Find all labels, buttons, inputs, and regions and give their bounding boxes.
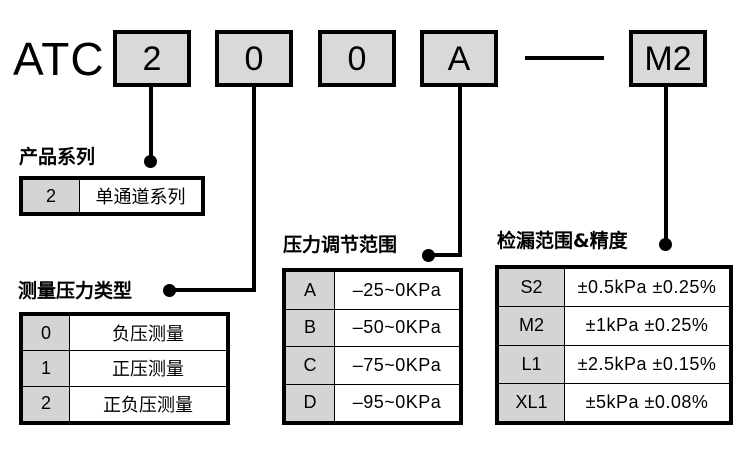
options-table-leak-range-accuracy: S2 ±0.5kPa ±0.25% M2 ±1kPa ±0.25% L1 ±2.…: [495, 265, 733, 425]
code-box-pressure-range[interactable]: A: [420, 30, 498, 87]
model-prefix-label: ATC: [13, 33, 105, 85]
table-row[interactable]: S2 ±0.5kPa ±0.25%: [498, 267, 730, 308]
option-description: 负压测量: [69, 314, 227, 352]
options-table-pressure-range: A –25~0KPa B –50~0KPa C –75~0KPa D –95~0…: [282, 268, 463, 425]
option-description: –75~0KPa: [334, 346, 460, 385]
code-box-product-series[interactable]: 2: [113, 30, 191, 87]
option-code: M2: [498, 306, 565, 346]
table-row[interactable]: C –75~0KPa: [285, 346, 460, 385]
option-code: 2: [22, 385, 70, 423]
section-title-pressure-range: 压力调节范围: [283, 234, 398, 256]
option-description: ±0.5kPa ±0.25%: [564, 267, 730, 308]
connector-line-leak-range: [664, 87, 668, 243]
option-description: ±2.5kPa ±0.15%: [564, 344, 730, 384]
connector-line-pressure-type-vertical: [252, 87, 256, 290]
option-code: XL1: [498, 382, 565, 423]
option-description: –50~0KPa: [334, 308, 460, 347]
connector-dot-leak-range: [659, 238, 672, 251]
connector-line-pressure-type-horizontal: [172, 288, 256, 292]
connector-line-pressure-range-vertical: [458, 87, 462, 256]
section-title-pressure-type: 测量压力类型: [18, 280, 133, 302]
option-code: B: [285, 308, 335, 347]
table-row[interactable]: 2 单通道系列: [22, 179, 202, 213]
option-code: S2: [498, 267, 565, 308]
option-code: A: [285, 271, 335, 310]
option-code: 0: [22, 314, 70, 352]
connector-dot-pressure-range: [422, 249, 435, 262]
option-code: C: [285, 346, 335, 385]
table-row[interactable]: D –95~0KPa: [285, 383, 460, 422]
table-row[interactable]: L1 ±2.5kPa ±0.15%: [498, 344, 730, 384]
code-box-reserved[interactable]: 0: [318, 30, 396, 87]
option-description: 正压测量: [69, 350, 227, 387]
table-row[interactable]: 0 负压测量: [22, 314, 227, 352]
option-description: –95~0KPa: [334, 383, 460, 422]
option-code: 2: [22, 179, 80, 213]
table-row[interactable]: A –25~0KPa: [285, 271, 460, 310]
option-code: 1: [22, 350, 70, 387]
table-row[interactable]: XL1 ±5kPa ±0.08%: [498, 382, 730, 423]
section-title-leak-range-accuracy: 检漏范围&精度: [497, 230, 628, 252]
connector-line-product-series: [149, 87, 153, 160]
code-box-leak-range-accuracy[interactable]: M2: [629, 30, 707, 87]
section-title-product-series: 产品系列: [19, 146, 96, 168]
option-description: 单通道系列: [79, 179, 202, 213]
table-row[interactable]: M2 ±1kPa ±0.25%: [498, 306, 730, 346]
model-separator-dash: [525, 56, 604, 60]
options-table-pressure-type: 0 负压测量 1 正压测量 2 正负压测量: [19, 312, 230, 425]
option-code: D: [285, 383, 335, 422]
code-box-pressure-type[interactable]: 0: [215, 30, 293, 87]
option-description: ±5kPa ±0.08%: [564, 382, 730, 423]
option-description: –25~0KPa: [334, 271, 460, 310]
table-row[interactable]: 1 正压测量: [22, 350, 227, 387]
option-description: 正负压测量: [69, 385, 227, 423]
option-code: L1: [498, 344, 565, 384]
connector-line-pressure-range-horizontal: [432, 253, 462, 257]
option-description: ±1kPa ±0.25%: [564, 306, 730, 346]
table-row[interactable]: B –50~0KPa: [285, 308, 460, 347]
table-row[interactable]: 2 正负压测量: [22, 385, 227, 423]
options-table-product-series: 2 单通道系列: [19, 176, 205, 216]
connector-dot-product-series: [144, 155, 157, 168]
connector-dot-pressure-type: [163, 284, 176, 297]
